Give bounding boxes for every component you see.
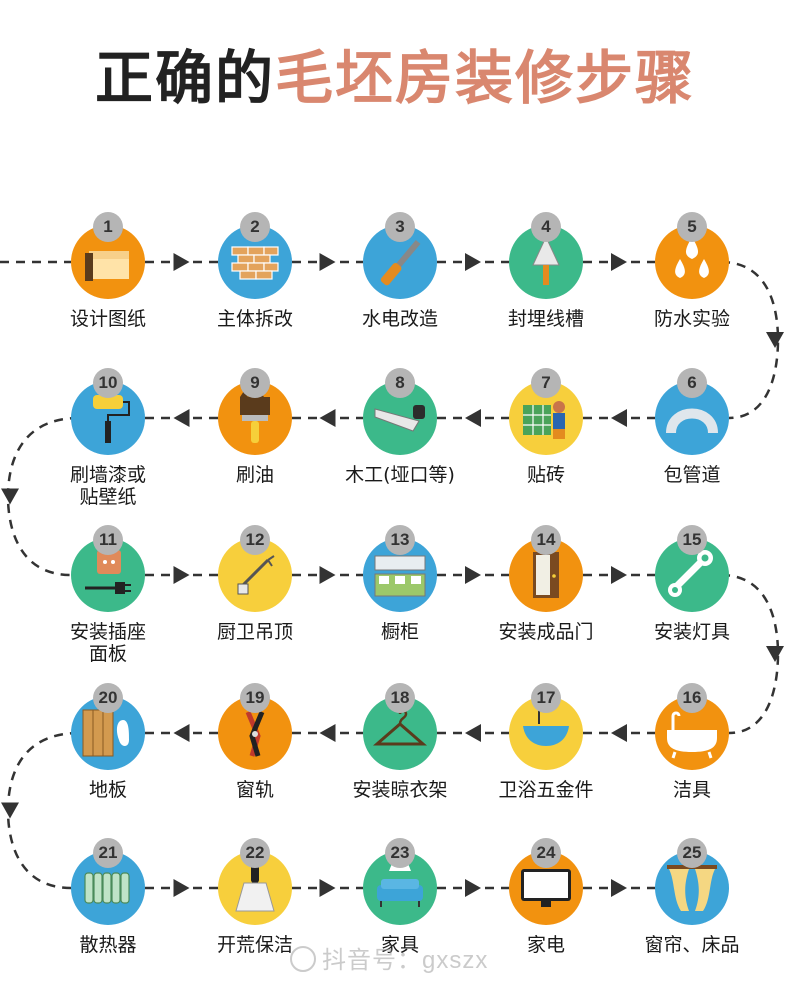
step-number-badge: 12 — [240, 525, 270, 555]
step-label: 贴砖 — [526, 464, 565, 486]
step-number-badge: 13 — [385, 525, 415, 555]
blueprint-icon — [71, 225, 145, 299]
step-number-badge: 3 — [385, 212, 415, 242]
flow-arrow-icon — [465, 724, 481, 742]
flow-turn-right — [720, 260, 780, 420]
watermark: 抖音号：gxszx — [290, 940, 488, 975]
flow-arrow-icon — [173, 566, 190, 584]
flow-arrow-icon — [611, 879, 627, 897]
flow-arrow-icon — [319, 879, 336, 897]
step-number-badge: 6 — [677, 368, 707, 398]
step-number-badge: 5 — [677, 212, 707, 242]
step-number-badge: 22 — [240, 838, 270, 868]
step-label: 主体拆改 — [216, 308, 293, 330]
step-label: 安装插座 面板 — [69, 621, 146, 665]
step-label: 橱柜 — [380, 621, 419, 643]
water-drops-icon — [655, 225, 729, 299]
step-label: 厨卫吊顶 — [216, 621, 293, 643]
step-number-badge: 9 — [240, 368, 270, 398]
step-number-badge: 7 — [531, 368, 561, 398]
flow-turn-left — [6, 731, 80, 890]
step-number-badge: 24 — [531, 838, 561, 868]
title-part-dark: 正确的 — [94, 44, 275, 112]
step-label: 窗轨 — [235, 779, 274, 801]
flow-arrow-icon — [319, 409, 336, 427]
flow-arrow-icon — [465, 253, 481, 271]
scraper-icon — [218, 851, 292, 925]
flow-arrow-icon — [319, 566, 336, 584]
flow-arrow-icon — [611, 566, 627, 584]
step-number-badge: 19 — [240, 683, 270, 713]
step-label: 地板 — [88, 779, 127, 801]
flow-arrow-icon — [465, 409, 481, 427]
step-number-badge: 21 — [93, 838, 123, 868]
step-label: 卫浴五金件 — [498, 779, 594, 801]
flow-arrow-icon — [319, 724, 336, 742]
flow-arrow-icon — [173, 879, 190, 897]
step-label: 安装成品门 — [498, 621, 594, 643]
step-number-badge: 4 — [531, 212, 561, 242]
step-number-badge: 8 — [385, 368, 415, 398]
step-number-badge: 14 — [531, 525, 561, 555]
step-label: 刷油 — [235, 464, 274, 486]
step-label: 安装晾衣架 — [352, 779, 448, 801]
flow-arrow-icon — [465, 879, 481, 897]
step-number-badge: 16 — [677, 683, 707, 713]
step-number-badge: 11 — [93, 525, 123, 555]
step-label: 开荒保洁 — [216, 934, 293, 956]
step-number-badge: 23 — [385, 838, 415, 868]
step-number-badge: 17 — [531, 683, 561, 713]
douyin-logo-icon — [290, 946, 316, 972]
step-label: 防水实验 — [653, 308, 730, 330]
flow-arrow-icon — [1, 802, 19, 819]
step-label: 家具 — [380, 934, 419, 956]
step-number-badge: 25 — [677, 838, 707, 868]
step-label: 包管道 — [663, 464, 721, 486]
paint-brush-icon — [218, 381, 292, 455]
flow-arrow-icon — [173, 253, 190, 271]
step-label: 窗帘、床品 — [644, 934, 740, 956]
step-number-badge: 10 — [93, 368, 123, 398]
flow-arrow-icon — [611, 724, 627, 742]
step-label: 安装灯具 — [653, 621, 730, 643]
step-label: 洁具 — [672, 779, 711, 801]
step-label: 封埋线槽 — [507, 308, 584, 330]
step-label: 木工(垭口等) — [345, 464, 455, 486]
step-number-badge: 15 — [677, 525, 707, 555]
step-label: 散热器 — [79, 934, 137, 956]
step-label: 水电改造 — [361, 308, 438, 330]
step-number-badge: 20 — [93, 683, 123, 713]
flow-arrow-icon — [611, 253, 627, 271]
title-part-accent: 毛坯房装修步骤 — [275, 44, 696, 112]
step-number-badge: 18 — [385, 683, 415, 713]
step-label: 刷墙漆或 贴壁纸 — [69, 464, 146, 508]
flow-arrow-icon — [766, 332, 784, 348]
step-number-badge: 2 — [240, 212, 270, 242]
flow-arrow-icon — [173, 409, 190, 427]
radiator-icon — [71, 851, 145, 925]
step-label: 设计图纸 — [69, 308, 146, 330]
step-number-badge: 1 — [93, 212, 123, 242]
page-title: 正确的毛坯房装修步骤 — [0, 38, 790, 118]
flow-arrow-icon — [766, 646, 784, 662]
flow-arrow-icon — [173, 724, 190, 742]
flow-turn-right — [720, 573, 780, 735]
watermark-text: 抖音号：gxszx — [322, 947, 489, 974]
flow-arrow-icon — [611, 409, 627, 427]
flow-arrow-icon — [465, 566, 481, 584]
flow-arrow-icon — [1, 488, 19, 505]
step-label: 家电 — [526, 934, 565, 956]
flow-arrow-icon — [319, 253, 336, 271]
